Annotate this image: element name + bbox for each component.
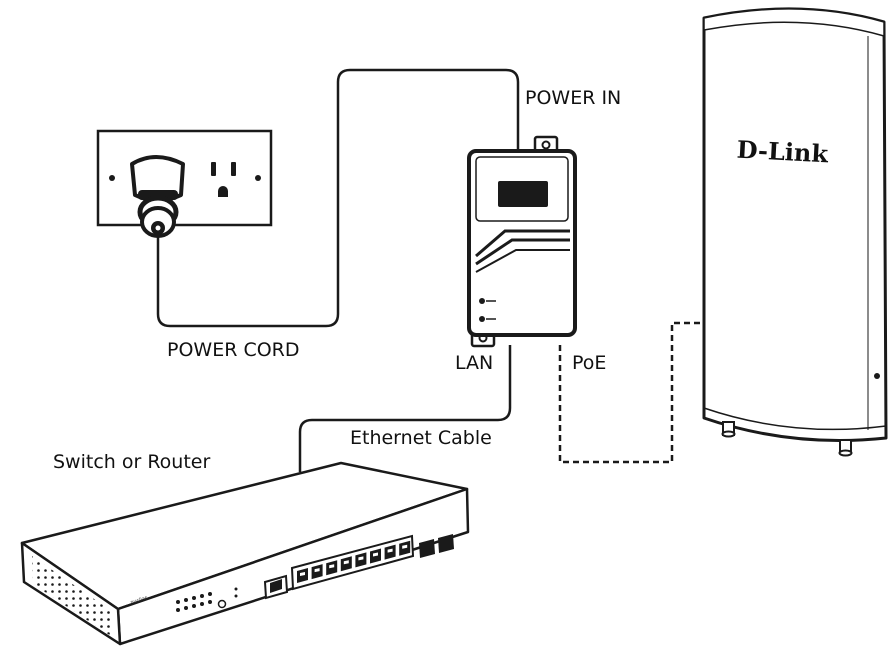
- switch-port-8-latch: [402, 544, 408, 549]
- lan-label: LAN: [455, 352, 493, 374]
- switch-brand-label: nuclias: [130, 595, 149, 606]
- switch-port-3-latch: [329, 564, 335, 569]
- outlet-plate: [96, 129, 273, 227]
- power-in-label: POWER IN: [525, 87, 621, 109]
- wall-outlet: [96, 129, 273, 238]
- switch-sfp-ports: [419, 534, 454, 558]
- ethernet-cable-label: Ethernet Cable: [350, 427, 492, 449]
- poe-label: PoE: [572, 352, 606, 374]
- injector-led-indicators: [479, 298, 496, 322]
- access-point: D-Link: [702, 7, 888, 457]
- switch-port-2-latch: [314, 568, 320, 573]
- switch-reset-button: [217, 599, 227, 609]
- ap-brand-logo: D-Link: [736, 135, 830, 169]
- switch-port-1-latch: [300, 572, 305, 576]
- power-cord-label: POWER CORD: [167, 339, 300, 361]
- switch-port-5-latch: [358, 556, 364, 561]
- switch-port-4-latch: [343, 560, 349, 565]
- switch-port-7-latch: [387, 548, 393, 553]
- switch-console-port: [263, 574, 289, 600]
- switch-status-leds: [176, 587, 238, 612]
- power-plug: [130, 155, 185, 238]
- injector-display: [498, 181, 548, 207]
- ethernet-cable: [298, 345, 512, 472]
- outlet-socket: [211, 162, 236, 197]
- outlet-screw-right: [255, 175, 261, 181]
- outlet-screw-left: [109, 175, 115, 181]
- power-cord-cable: [156, 68, 520, 328]
- poe-injector: [467, 135, 577, 348]
- switch-vents: [32, 556, 111, 636]
- switch-ethernet-ports: [297, 540, 411, 583]
- ap-mount-foot-right: [838, 439, 853, 457]
- switch-or-router-label: Switch or Router: [53, 451, 210, 473]
- network-switch: nuclias: [20, 461, 470, 646]
- switch-port-6-latch: [373, 552, 378, 557]
- ap-mount-foot-left: [721, 421, 736, 438]
- poe-cable: [558, 321, 706, 464]
